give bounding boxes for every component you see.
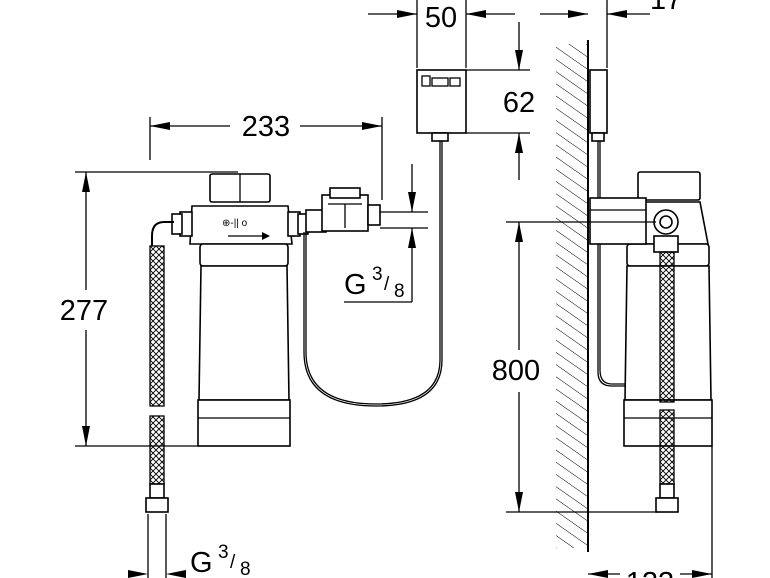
filter-housing-front: ⊕-|| o <box>171 173 327 447</box>
svg-text:3: 3 <box>372 264 383 285</box>
controller-cable <box>305 141 441 405</box>
thread-outlet-label: G 3 / 8 <box>344 264 405 302</box>
dimension-lines-front <box>75 0 530 578</box>
svg-text:8: 8 <box>394 281 405 302</box>
svg-text:/: / <box>230 552 236 573</box>
dim-mount-height: 800 <box>492 355 540 387</box>
dim-filter-height: 277 <box>60 295 108 327</box>
svg-text:8: 8 <box>240 559 251 578</box>
thread-inlet-label: G 3 / 8 <box>190 542 251 578</box>
inlet-hose <box>145 221 174 513</box>
dim-box-height: 62 <box>503 87 535 119</box>
flow-meter-front <box>321 187 381 232</box>
filter-housing-side <box>589 171 713 447</box>
dim-depth: 123 <box>626 567 674 578</box>
wall-hatching <box>556 44 588 548</box>
svg-text:G: G <box>344 269 367 301</box>
dim-box-width: 50 <box>425 2 457 34</box>
controller-box-front <box>416 69 467 142</box>
dim-filter-width: 233 <box>242 111 290 143</box>
dim-wall-offset: 17 <box>650 0 682 16</box>
svg-text:3: 3 <box>218 542 229 563</box>
dimension-lines-side <box>506 0 713 578</box>
svg-text:/: / <box>384 274 390 295</box>
front-view: ⊕-|| o <box>60 0 535 578</box>
svg-text:G: G <box>190 547 213 578</box>
svg-text:⊕-|| o: ⊕-|| o <box>222 218 248 229</box>
side-view: 17 800 123 <box>492 0 713 578</box>
